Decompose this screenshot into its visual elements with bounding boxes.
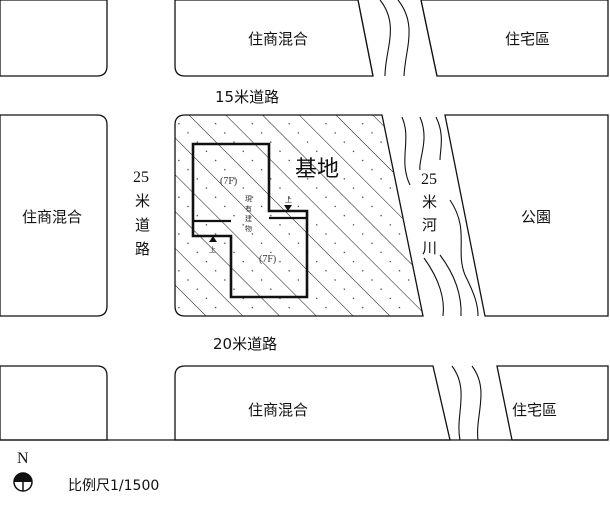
floors-label: (7F): [259, 254, 276, 265]
zone-label: 住商混合: [22, 208, 82, 226]
block-top-middle: [174, 0, 374, 77]
road-label-south: 20米道路: [213, 335, 277, 353]
existing-building-label: 物: [245, 224, 252, 233]
entrance-arrow-icon: [209, 236, 217, 242]
site-label: 基地: [295, 157, 339, 182]
road-label-part: 道: [135, 216, 150, 234]
site-area: [174, 114, 424, 317]
existing-building-label: 現: [245, 195, 252, 203]
road-label-part: 路: [135, 240, 150, 258]
block-bottom-left: [0, 365, 108, 441]
block-bottom-middle: [174, 365, 451, 441]
road-label-part: 25: [133, 169, 149, 186]
river-middle: [401, 116, 479, 317]
road-label-west: 25 米 道 路: [133, 169, 150, 258]
zone-label: 住宅區: [512, 401, 557, 419]
zone-label: 住宅區: [505, 30, 550, 48]
river-label-part: 河: [422, 216, 437, 234]
entrance-arrow-icon: [284, 205, 292, 211]
north-arrow-icon: [13, 472, 33, 492]
scale-label: 比例尺1/1500: [68, 478, 159, 494]
river-top: [357, 0, 438, 77]
road-label-north: 15米道路: [215, 88, 279, 106]
zone-label: 住商混合: [248, 401, 308, 419]
existing-building: [191, 142, 309, 299]
block-park: [444, 114, 609, 317]
river-label-part: 川: [422, 239, 437, 257]
river-label: 25 米 河 川: [421, 171, 437, 257]
road-label-part: 米: [135, 192, 150, 210]
block-top-left: [0, 0, 108, 77]
zone-label: 住商混合: [248, 30, 308, 48]
zone-label: 公園: [521, 208, 551, 226]
entrance-label: 上: [285, 195, 292, 204]
existing-building-label: 建: [245, 214, 252, 223]
entrance-label: 上: [209, 245, 216, 254]
block-left-middle: [0, 114, 108, 317]
river-label-part: 25: [421, 171, 437, 188]
river-label-part: 米: [422, 193, 437, 211]
floors-label: (7F): [220, 176, 237, 187]
river-bottom: [451, 365, 482, 441]
existing-building-label: 有: [245, 204, 252, 213]
north-label: N: [17, 450, 29, 467]
